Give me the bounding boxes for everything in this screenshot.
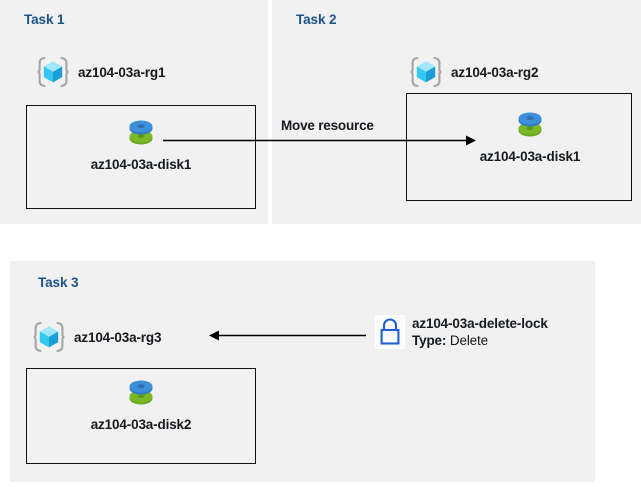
disk-label-disk1: az104-03a-disk1 [90, 157, 192, 172]
resource-box-rg2 [406, 93, 632, 201]
panel-task-1: Task 1 az104-03a-rg1 [0, 0, 268, 224]
panel-title-task-2: Task 2 [296, 12, 337, 27]
resource-group-label-rg2: az104-03a-rg2 [451, 64, 539, 80]
resource-group-icon [32, 320, 66, 354]
lock-type-key: Type: [412, 333, 447, 348]
disk-node-disk1: az104-03a-disk1 [61, 116, 221, 174]
disk-label-disk1-task2: az104-03a-disk1 [479, 149, 581, 164]
managed-disk-icon [61, 116, 221, 150]
resource-group-node-rg3: az104-03a-rg3 [32, 320, 162, 354]
resource-group-node-rg1: az104-03a-rg1 [36, 55, 166, 89]
lock-type-value: Delete [449, 333, 488, 348]
resource-group-icon [36, 55, 70, 89]
resource-group-node-rg2: az104-03a-rg2 [409, 55, 539, 89]
panel-title-task-3: Task 3 [38, 275, 79, 290]
managed-disk-icon [450, 108, 610, 142]
panel-title-task-1: Task 1 [24, 12, 65, 27]
resource-group-label-rg1: az104-03a-rg1 [78, 64, 166, 80]
disk-label-disk2: az104-03a-disk2 [90, 417, 192, 432]
lock-name-label: az104-03a-delete-lock [412, 316, 548, 331]
resource-group-icon [409, 55, 443, 89]
resource-group-label-rg3: az104-03a-rg3 [74, 329, 162, 345]
disk-node-disk1-task2: az104-03a-disk1 [450, 108, 610, 166]
lock-type-row: Type: Delete [412, 332, 548, 349]
lock-icon [375, 315, 405, 349]
connector-label-move-resource: Move resource [281, 118, 374, 133]
disk-node-disk2: az104-03a-disk2 [61, 376, 221, 434]
lock-text-block: az104-03a-delete-lock Type: Delete [412, 315, 548, 349]
lock-node: az104-03a-delete-lock Type: Delete [375, 315, 548, 349]
managed-disk-icon [61, 376, 221, 410]
